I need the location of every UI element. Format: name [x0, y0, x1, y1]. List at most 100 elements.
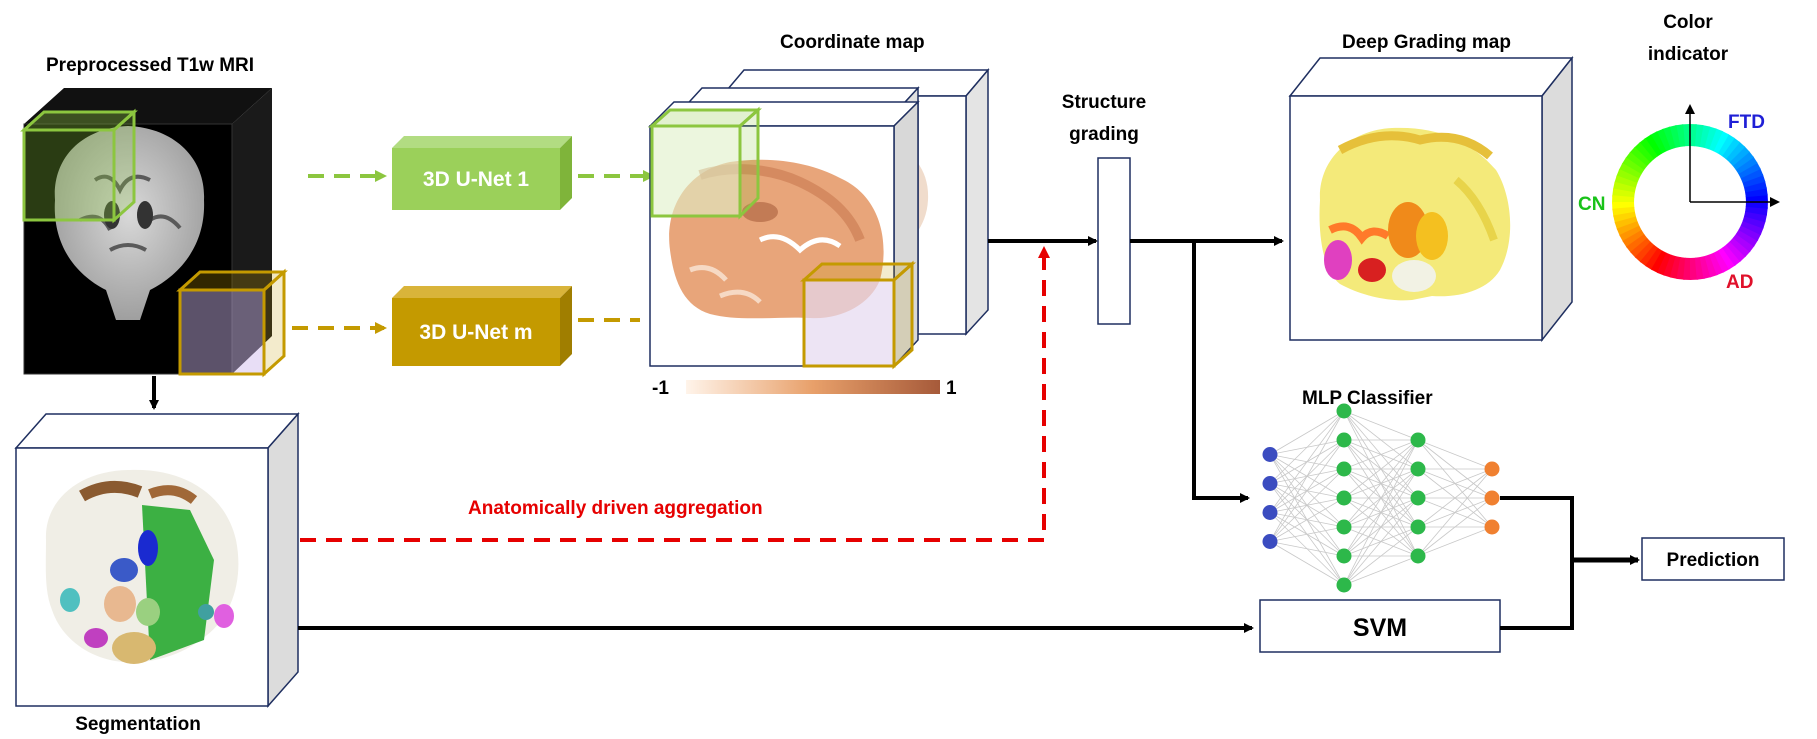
- mlp-edge: [1343, 439, 1419, 557]
- color-wheel-segment: [1618, 163, 1642, 180]
- color-wheel-segment: [1663, 254, 1677, 278]
- color-wheel-segment: [1612, 188, 1635, 199]
- color-wheel-segment: [1694, 256, 1705, 280]
- mlp-network: [1262, 403, 1500, 593]
- structure-grading-title-1: Structure: [1062, 92, 1146, 113]
- color-wheel-segment: [1675, 124, 1686, 148]
- color-indicator-title-2: indicator: [1648, 44, 1729, 65]
- mlp-edge: [1343, 526, 1419, 586]
- prediction-label: Prediction: [1667, 550, 1760, 571]
- color-wheel-segment: [1742, 215, 1766, 229]
- color-wheel-segment: [1625, 151, 1648, 171]
- mlp-edge: [1343, 497, 1419, 586]
- mlp-edge: [1417, 526, 1493, 557]
- color-wheel-segment: [1614, 175, 1638, 189]
- color-wheel-segment: [1722, 244, 1742, 266]
- prediction-box: [1641, 537, 1785, 581]
- mlp-edge: [1343, 410, 1419, 441]
- mlp-node: [1262, 476, 1278, 491]
- color-wheel-segment: [1735, 229, 1759, 247]
- arrow-mlp-to-prediction: [1500, 496, 1574, 628]
- mlp-edge: [1417, 468, 1493, 499]
- segmentation-brain: [45, 469, 239, 664]
- color-wheel-segment: [1651, 250, 1668, 274]
- mlp-node: [1484, 490, 1500, 506]
- mlp-edge: [1417, 468, 1493, 528]
- ftd-label: FTD: [1728, 112, 1765, 133]
- color-wheel-segment: [1725, 240, 1747, 262]
- mlp-node: [1262, 447, 1278, 462]
- mri-patch-green: [20, 108, 138, 224]
- mlp-node: [1484, 461, 1500, 477]
- mlp-edge: [1343, 468, 1419, 586]
- mlp-edge: [1269, 497, 1345, 542]
- mlp-node: [1410, 548, 1426, 564]
- deep-grading-map-title: Deep Grading map: [1342, 32, 1511, 53]
- color-wheel-segment: [1616, 169, 1640, 184]
- color-wheel-segment: [1745, 205, 1768, 216]
- mlp-node: [1336, 432, 1352, 448]
- color-wheel-segment: [1626, 234, 1648, 254]
- color-wheel-segment: [1612, 206, 1636, 217]
- coordinate-map-title: Coordinate map: [780, 32, 925, 53]
- structure-grading-vector: [1097, 157, 1131, 325]
- color-indicator-title-1: Color: [1663, 12, 1713, 33]
- mlp-node: [1336, 519, 1352, 535]
- mlp-edge: [1269, 541, 1345, 557]
- mlp-node: [1336, 403, 1352, 419]
- mri-patch-gold: [176, 268, 288, 378]
- mlp-edge: [1343, 439, 1419, 586]
- coordinate-map-patch-gold: [800, 260, 916, 370]
- scale-min-label: -1: [652, 378, 669, 399]
- mlp-edge: [1417, 497, 1493, 557]
- mlp-edge: [1269, 526, 1345, 542]
- coordinate-map-stack: [648, 67, 990, 370]
- mlp-node: [1410, 519, 1426, 535]
- color-wheel-segment: [1612, 195, 1635, 204]
- color-wheel-segment: [1742, 174, 1766, 188]
- color-wheel-segment: [1712, 130, 1729, 154]
- mlp-edge: [1269, 468, 1345, 542]
- unet-1-label: 3D U-Net 1: [423, 168, 530, 191]
- color-wheel-segment: [1622, 230, 1645, 248]
- svm-box: [1259, 599, 1501, 653]
- color-wheel-segment: [1743, 180, 1767, 193]
- color-wheel-segment: [1704, 254, 1718, 278]
- deep-grading-map-cube: [1288, 55, 1574, 343]
- segmentation-cube: [14, 412, 300, 708]
- coordinate-scale-bar: [686, 380, 940, 394]
- mlp-node: [1336, 577, 1352, 593]
- color-wheel-segment: [1649, 131, 1667, 154]
- color-wheel-segment: [1668, 125, 1681, 149]
- color-wheel-segment: [1708, 128, 1723, 152]
- color-wheel-segment: [1709, 252, 1725, 276]
- color-wheel-segment: [1676, 257, 1687, 280]
- mlp-node: [1336, 490, 1352, 506]
- color-wheel-segment: [1721, 137, 1741, 160]
- structure-grading-title-2: grading: [1069, 124, 1139, 145]
- mlp-edge: [1269, 410, 1345, 542]
- color-wheel-segment: [1738, 224, 1762, 241]
- mlp-node: [1262, 505, 1278, 520]
- color-wheel-segment: [1703, 126, 1717, 150]
- ad-label: AD: [1726, 272, 1753, 293]
- color-wheel-segment: [1713, 250, 1731, 273]
- color-wheel-segment: [1738, 161, 1761, 179]
- preprocessed-title: Preprocessed T1w MRI: [46, 55, 254, 76]
- color-wheel-segment: [1717, 133, 1735, 157]
- color-wheel-segment: [1699, 255, 1712, 279]
- scale-max-label: 1: [946, 378, 957, 399]
- color-wheel-segment: [1633, 142, 1655, 164]
- color-wheel-segment: [1662, 126, 1676, 150]
- color-wheel-segment: [1655, 128, 1671, 152]
- mlp-node: [1484, 519, 1500, 535]
- cn-label: CN: [1578, 194, 1605, 215]
- color-wheel-segment: [1729, 237, 1751, 258]
- mri-brain-image: [54, 126, 205, 320]
- color-wheel-segment: [1614, 216, 1638, 230]
- color-wheel-segment: [1718, 247, 1736, 270]
- color-wheel-segment: [1638, 138, 1658, 160]
- mlp-edge: [1343, 439, 1419, 499]
- color-wheel-segment: [1629, 146, 1651, 167]
- mlp-title: MLP Classifier: [1302, 388, 1433, 409]
